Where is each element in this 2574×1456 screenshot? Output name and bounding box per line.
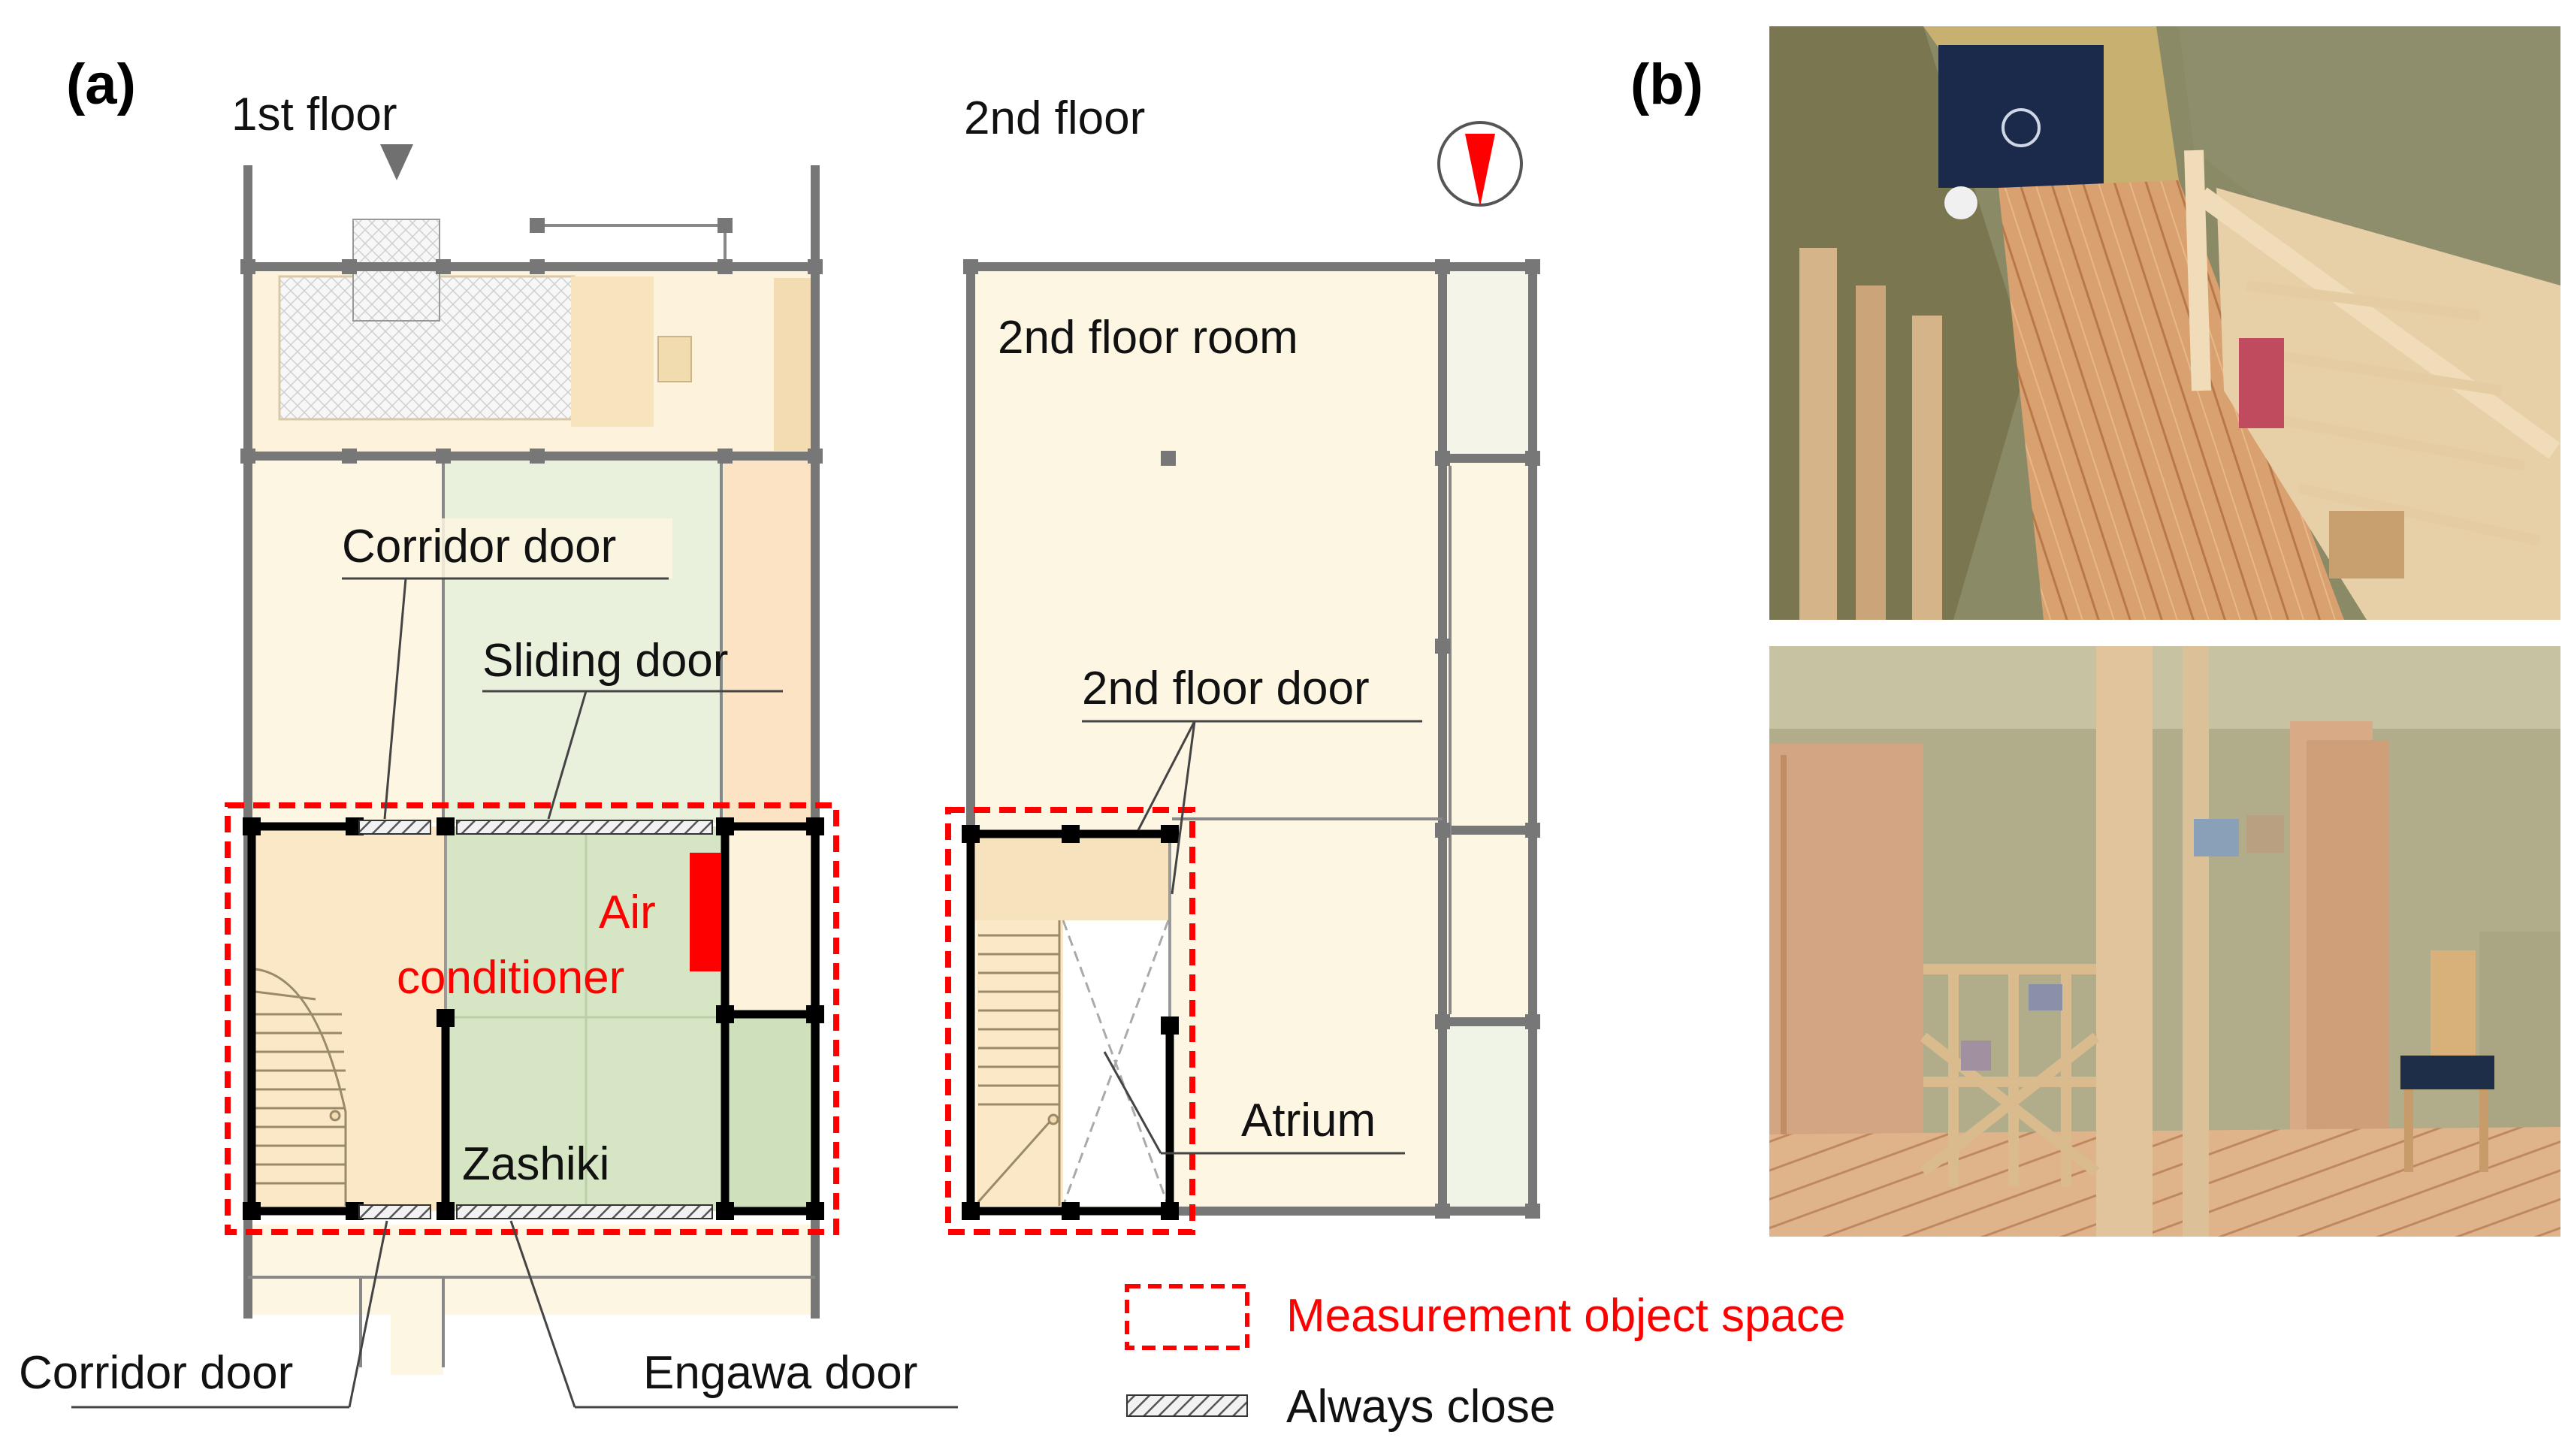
- counter: [571, 276, 654, 427]
- panel-label-a: (a): [66, 53, 136, 116]
- corridor-door-bottom-hatch: [358, 1204, 431, 1219]
- legend: Measurement object space Always close: [1125, 1284, 1845, 1433]
- hallway-floor: [1998, 180, 2344, 620]
- second-floor-door-label: 2nd floor door: [1082, 663, 1370, 714]
- atrium-label: Atrium: [1241, 1095, 1376, 1146]
- zashiki-label: Zashiki: [462, 1138, 609, 1190]
- engawa-strip: [248, 1225, 819, 1315]
- chair: [2400, 950, 2494, 1172]
- second-floor-plan: 2nd floor: [945, 92, 1540, 1235]
- air-conditioner: [690, 853, 721, 971]
- legend-measurement-swatch: [1125, 1284, 1249, 1350]
- corridor-room: [252, 826, 446, 1211]
- photo-second-floor-room: [1769, 646, 2560, 1237]
- closet-lower: [725, 1014, 815, 1211]
- legend-always-close-label: Always close: [1286, 1381, 1555, 1433]
- air-conditioner-label-line2: conditioner: [397, 952, 624, 1004]
- legend-measurement-label: Measurement object space: [1286, 1290, 1845, 1342]
- entrance-arrow-icon: [380, 144, 413, 180]
- sliding-door-hatch: [456, 820, 713, 835]
- second-floor-room-label: 2nd floor room: [998, 312, 1298, 364]
- engawa-door-hatch: [456, 1204, 713, 1219]
- photo-stairwell: [1769, 26, 2560, 620]
- second-floor-label: 2nd floor: [964, 92, 1145, 144]
- first-floor-plan: 1st floor: [19, 89, 958, 1409]
- air-conditioner-label-line1: Air: [599, 887, 656, 938]
- north-arrow-icon: [1437, 121, 1523, 207]
- kitchen-shelf: [774, 278, 811, 451]
- engawa-door-label: Engawa door: [643, 1347, 917, 1399]
- room-floor: [1769, 1127, 2560, 1237]
- noren-curtain: [1938, 45, 2104, 188]
- central-pillar: [2096, 646, 2153, 1237]
- first-floor-label: 1st floor: [231, 89, 397, 140]
- side-corridor: [724, 458, 815, 823]
- second-floor-stairs: [977, 920, 1061, 1206]
- corridor-door-top-label: Corridor door: [342, 521, 616, 572]
- sliding-door-label: Sliding door: [482, 635, 728, 687]
- first-floor-stairs: [255, 968, 347, 1206]
- legend-always-close-swatch: [1126, 1394, 1248, 1417]
- panel-label-b: (b): [1630, 53, 1703, 116]
- corridor-door-top-hatch: [358, 820, 431, 835]
- closet-upper: [725, 826, 815, 1014]
- first-floor-measurement-space: [225, 802, 839, 1235]
- sink-icon: [657, 336, 692, 382]
- corridor-door-bottom-label: Corridor door: [19, 1347, 293, 1399]
